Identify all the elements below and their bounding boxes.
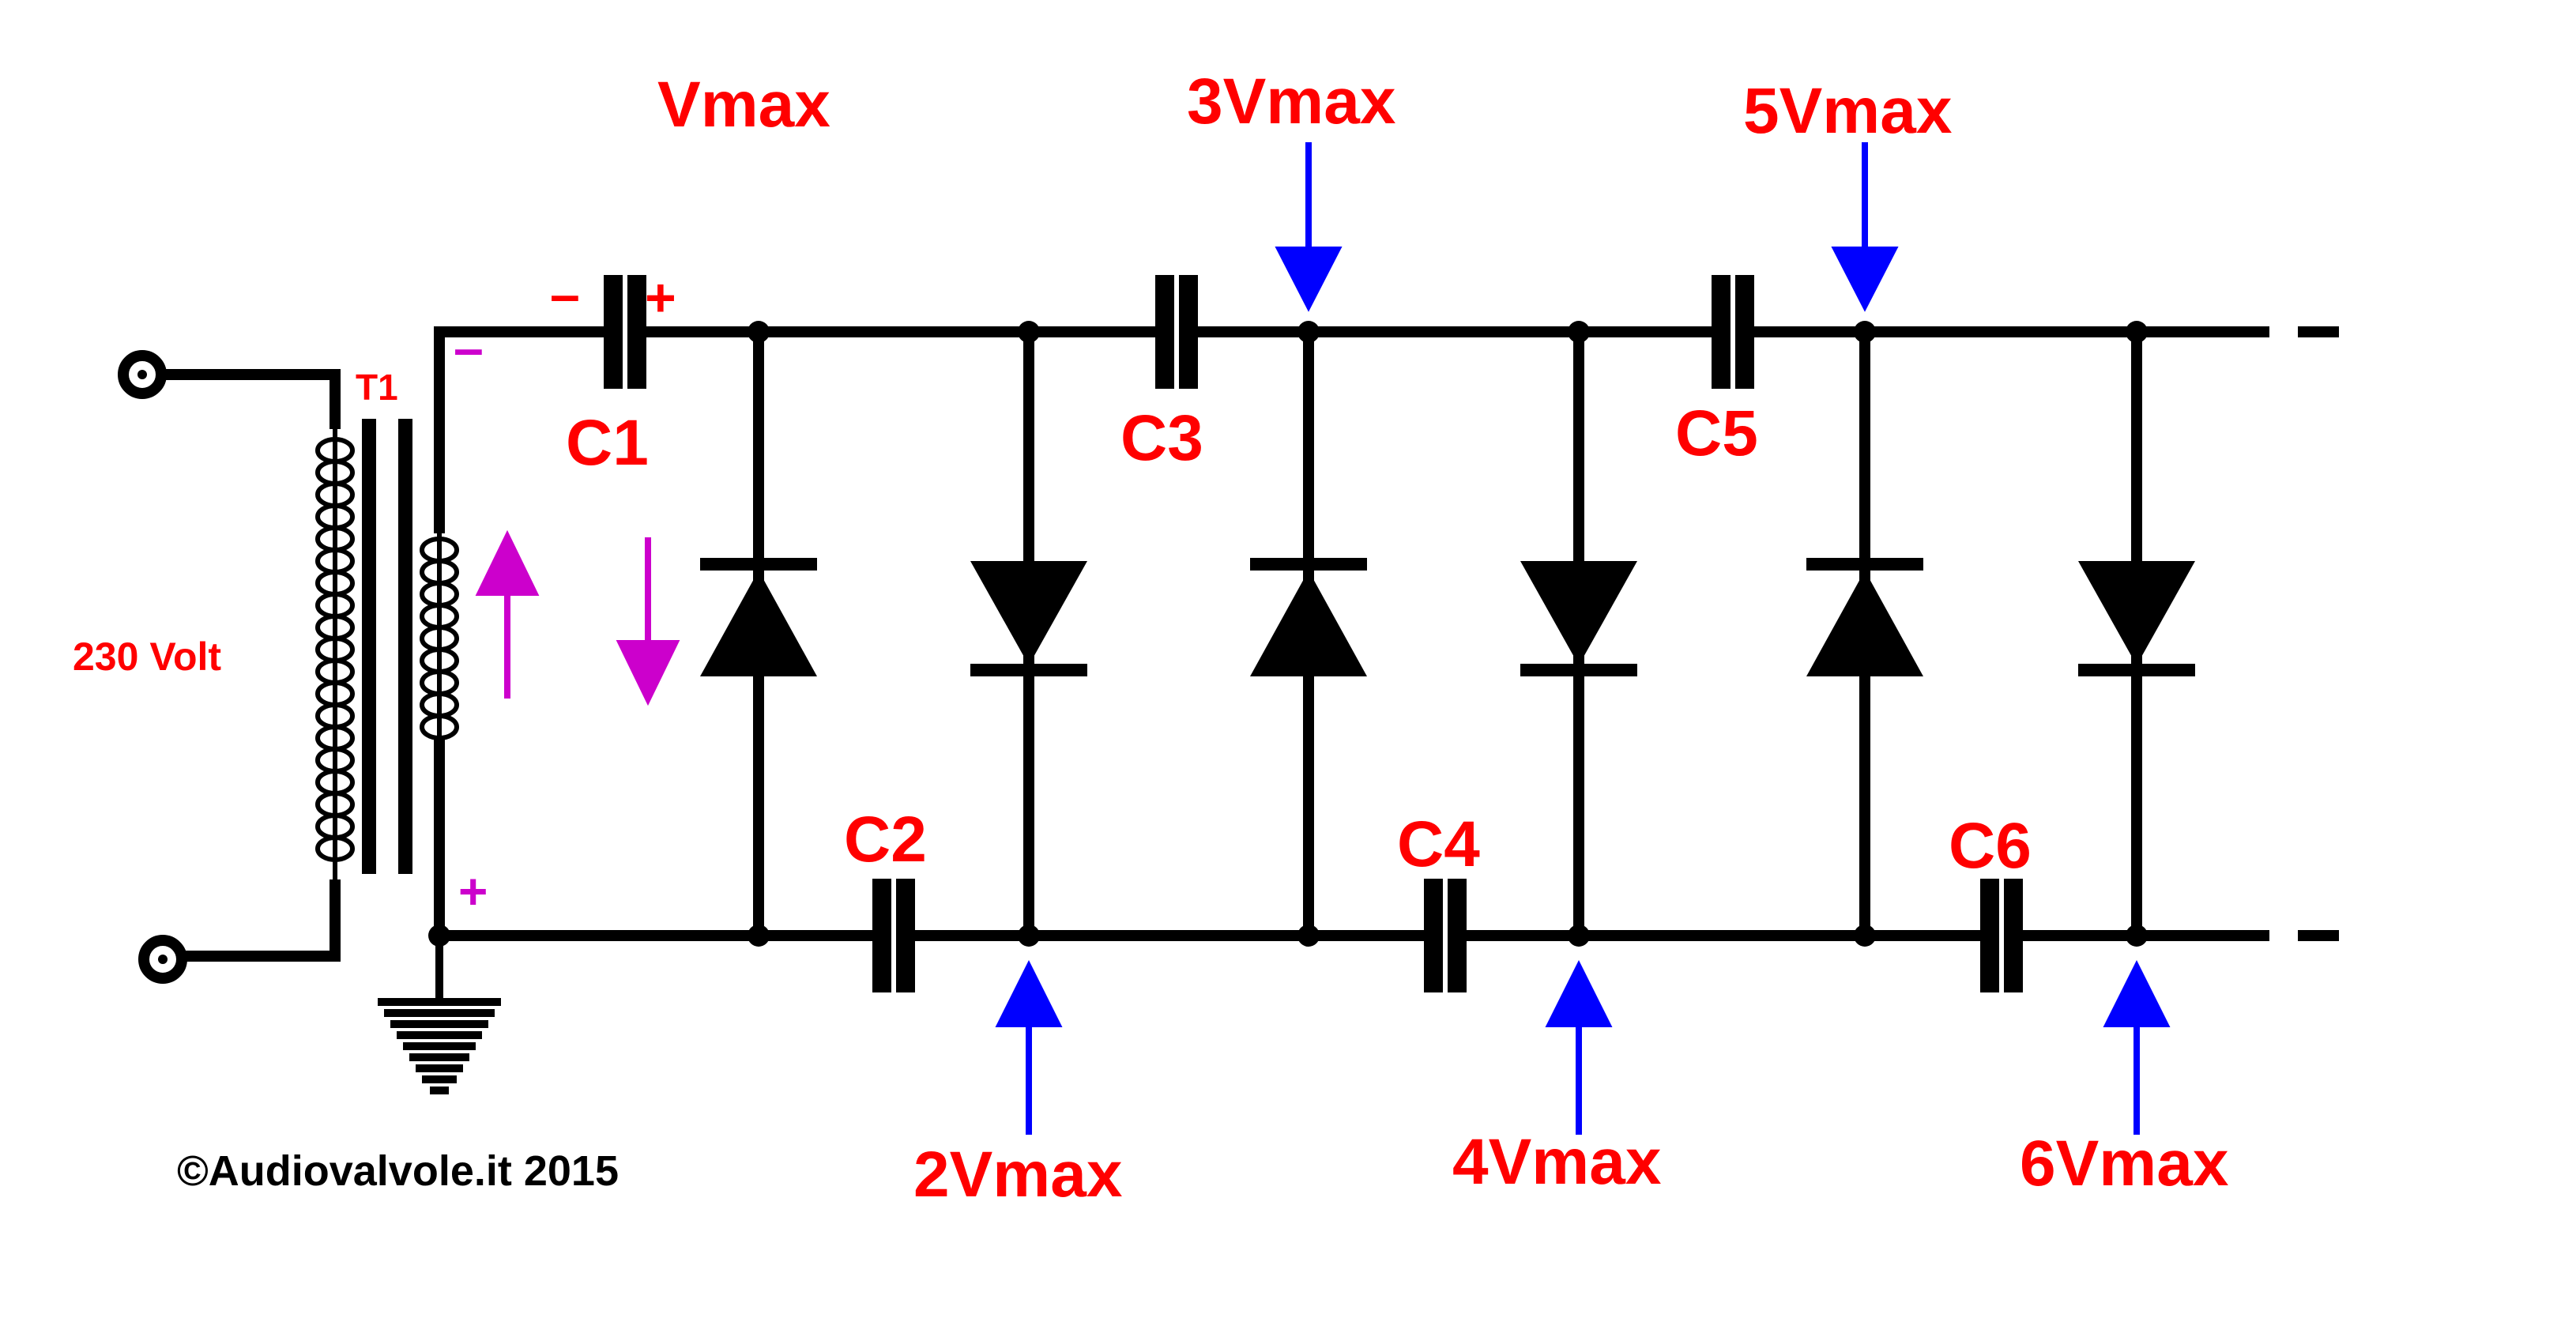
input-terminal-bottom — [138, 935, 187, 984]
capacitor-c3 — [1155, 275, 1198, 389]
copyright-label: ©Audiovalvole.it 2015 — [177, 1147, 619, 1195]
capacitor-c1 — [604, 275, 646, 389]
junction-dots — [428, 321, 2148, 947]
voltage-label-6vmax: 6Vmax — [2020, 1128, 2228, 1200]
capacitor-label-c3: C3 — [1120, 402, 1203, 474]
ground-symbol — [378, 936, 501, 1094]
capacitor-c6 — [1980, 879, 2023, 992]
primary-wire-top — [156, 369, 341, 429]
transformer-label: T1 — [356, 367, 398, 408]
diode-d6 — [2078, 326, 2195, 941]
secondary-coil — [420, 528, 459, 743]
blue-arrows — [995, 142, 2171, 1135]
diode-d2 — [970, 326, 1087, 941]
capacitor-c5 — [1712, 275, 1754, 389]
c1-minus-label: – — [550, 265, 580, 325]
capacitor-label-c4: C4 — [1397, 808, 1480, 880]
input-voltage-label: 230 Volt — [73, 635, 221, 679]
primary-coil — [315, 424, 355, 885]
diode-d5 — [1806, 326, 1923, 941]
voltage-label-4vmax: 4Vmax — [1452, 1126, 1661, 1198]
voltage-label-2vmax: 2Vmax — [913, 1139, 1122, 1211]
voltage-label-3vmax: 3Vmax — [1187, 66, 1395, 137]
capacitor-label-c1: C1 — [566, 407, 649, 479]
capacitor-label-c5: C5 — [1675, 397, 1758, 469]
secondary-minus-label: – — [454, 318, 484, 379]
secondary-wire-top — [434, 326, 614, 533]
voltage-label-vmax: Vmax — [657, 69, 830, 141]
diode-d1 — [700, 326, 817, 941]
secondary-plus-label: + — [458, 863, 488, 920]
magenta-arrows — [475, 529, 680, 706]
c1-plus-label: + — [645, 268, 676, 328]
diode-d4 — [1520, 326, 1637, 941]
capacitor-label-c6: C6 — [1949, 810, 2032, 882]
diode-d3 — [1250, 326, 1367, 941]
capacitor-label-c2: C2 — [844, 804, 927, 876]
input-terminal-top — [118, 350, 167, 399]
primary-wire-bottom — [176, 879, 341, 962]
capacitor-c2 — [872, 879, 915, 992]
capacitor-c4 — [1424, 879, 1467, 992]
voltage-label-5vmax: 5Vmax — [1743, 75, 1952, 147]
transformer-core — [362, 419, 412, 874]
